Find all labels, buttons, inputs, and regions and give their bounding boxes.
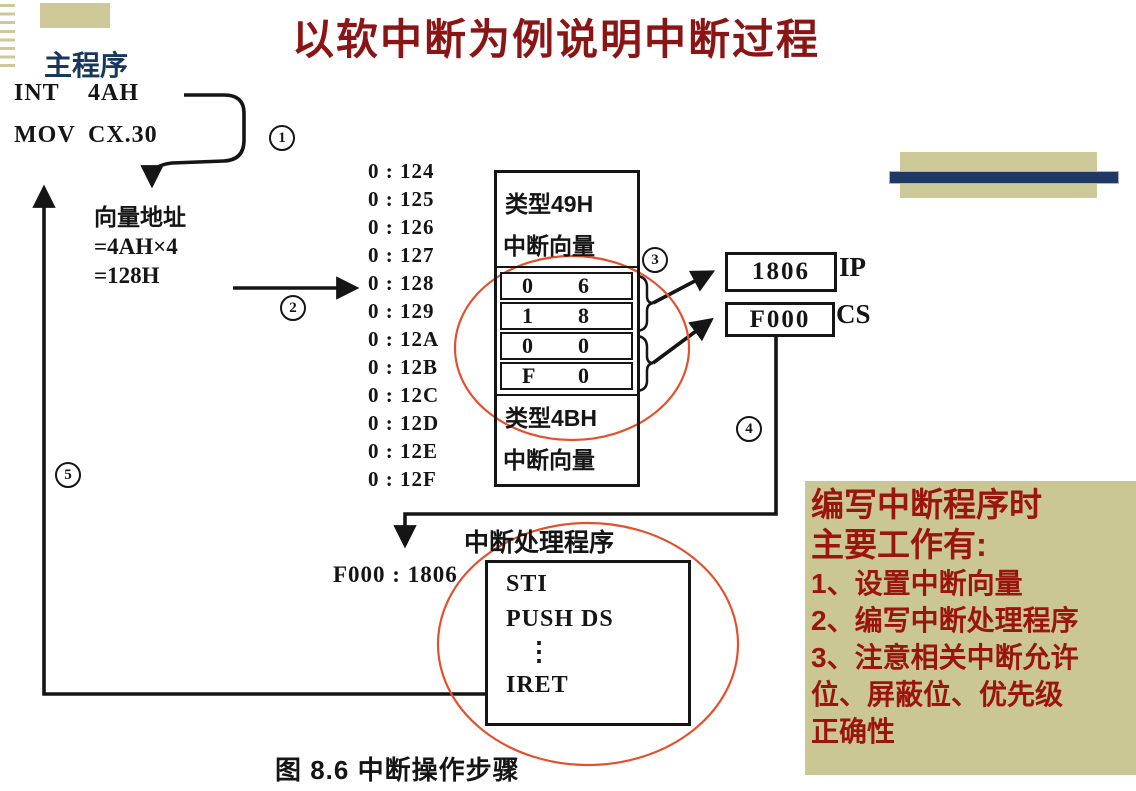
code-line-cell: INT — [14, 80, 60, 106]
cs-register-box: F000 — [725, 302, 835, 337]
arrow-step1-hook — [140, 93, 246, 189]
memory-address: 0 : 129 — [368, 299, 435, 323]
memory-address: 0 : 12E — [368, 439, 438, 463]
memory-address: 0 : 126 — [368, 215, 435, 239]
step-3-badge: 3 — [642, 247, 668, 273]
interrupt-vector-table-box — [494, 170, 640, 487]
handler-entry-address: F000 : 1806 — [333, 562, 458, 587]
arrow-to-ip — [652, 270, 716, 305]
cs-register-label: CS — [836, 299, 871, 329]
vector-byte-row-cell: 8 — [578, 303, 589, 328]
code-line-cell: 4AH — [88, 80, 139, 106]
ip-register-label: IP — [839, 252, 866, 282]
vector-top-label: 中断向量 — [503, 233, 595, 259]
handler-code-line: PUSH DS — [506, 606, 614, 632]
table-separator-bottom — [494, 394, 640, 396]
main-program-label: 主程序 — [44, 50, 129, 81]
vector-byte-row-cell: 0 — [522, 273, 533, 298]
table-separator-top — [494, 266, 640, 268]
notes-item-line: 正确性 — [811, 716, 896, 747]
memory-address: 0 : 12D — [368, 411, 440, 435]
vector-byte-row-cell: 1 — [522, 303, 533, 328]
step-5-badge: 5 — [55, 462, 81, 488]
slide-title: 以软中断为例说明中断过程 — [292, 18, 821, 64]
edge-stripes-decoration — [0, 4, 15, 70]
notes-heading-line: 编写中断程序时 — [811, 486, 1042, 523]
arrow-to-cs — [651, 317, 714, 365]
handler-title: 中断处理程序 — [464, 529, 615, 557]
type-49h-label: 类型49H — [505, 191, 594, 217]
memory-address: 0 : 124 — [368, 159, 435, 183]
vector-byte-row-cell: 6 — [578, 273, 589, 298]
top-left-khaki-square — [40, 3, 110, 28]
main-program-code: INT 4AH MOV CX.30 — [14, 80, 158, 164]
notes-item-line: 位、屏蔽位、优先级 — [811, 679, 1064, 710]
handler-code-line: IRET — [506, 672, 569, 698]
vector-address-block: 向量地址 =4AH×4 =128H — [94, 203, 186, 290]
memory-address-column: 0 : 124 0 : 125 0 : 126 0 : 127 0 : 128 0 : 1… — [368, 157, 439, 493]
step-5-number: 5 — [64, 466, 72, 483]
vector-byte-row-cell: 0 — [578, 333, 589, 358]
step-1-badge: 1 — [269, 125, 295, 151]
memory-address: 0 : 128 — [368, 271, 435, 295]
notes-item-line: 2、编写中断处理程序 — [811, 605, 1079, 636]
vector-bottom-label: 中断向量 — [503, 447, 595, 473]
notes-panel: 编写中断程序时主要工作有: 1、设置中断向量 2、编写中断处理程序 3、注意相关中断… — [805, 481, 1136, 775]
top-right-navy-bar — [889, 171, 1119, 184]
notes-heading: 编写中断程序时主要工作有: — [811, 485, 1136, 565]
code-line-cell: MOV — [14, 122, 76, 148]
memory-address: 0 : 12C — [368, 383, 440, 407]
notes-item-line: 1、设置中断向量 — [811, 568, 1023, 599]
code-line: INT 4AH — [14, 80, 158, 122]
ip-register-value: 1806 — [752, 258, 810, 285]
vector-address-line: =4AH×4 — [94, 234, 178, 259]
memory-address: 0 : 12B — [368, 355, 438, 379]
ip-register-box: 1806 — [725, 252, 837, 292]
handler-code-line: STI — [506, 571, 548, 597]
vector-address-line: 向量地址 — [94, 204, 186, 230]
vector-address-line: =128H — [94, 263, 160, 288]
step-2-number: 2 — [289, 299, 297, 316]
memory-address: 0 : 12A — [368, 327, 440, 351]
memory-address: 0 : 12F — [368, 467, 437, 491]
memory-address: 0 : 127 — [368, 243, 435, 267]
vector-byte-row-cell: 0 — [578, 363, 589, 388]
vector-byte-row-cell: 0 — [522, 333, 533, 358]
vector-byte-row-cell: F — [522, 363, 536, 388]
step-4-badge: 4 — [736, 416, 762, 442]
notes-heading-line: 主要工作有: — [811, 526, 987, 563]
figure-caption: 图 8.6 中断操作步骤 — [275, 755, 520, 785]
step-4-number: 4 — [745, 420, 753, 437]
code-line: MOV CX.30 — [14, 122, 158, 164]
notes-items: 1、设置中断向量 2、编写中断处理程序 3、注意相关中断允许位、屏蔽位、优先级正确性 — [811, 565, 1136, 750]
code-line-cell: CX.30 — [88, 122, 158, 148]
handler-code-line: ⋮ — [526, 637, 553, 666]
cs-register-value: F000 — [749, 305, 811, 333]
type-4bh-label: 类型4BH — [505, 405, 598, 431]
step-3-number: 3 — [651, 251, 659, 268]
notes-item-line: 3、注意相关中断允许 — [811, 642, 1079, 673]
step-1-number: 1 — [278, 129, 286, 146]
handler-code-box: STI PUSH DS ⋮ IRET — [485, 560, 691, 726]
memory-address: 0 : 125 — [368, 187, 435, 211]
step-2-badge: 2 — [280, 295, 306, 321]
